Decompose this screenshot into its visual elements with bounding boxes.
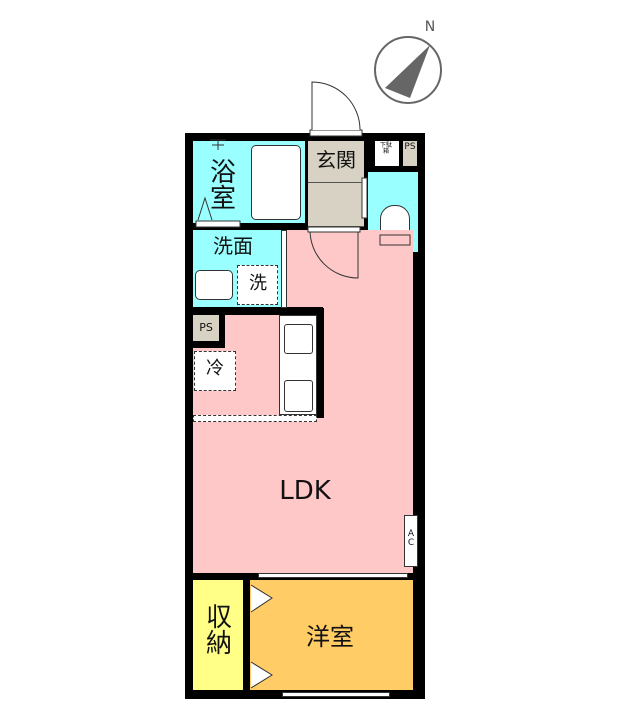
- compass-north-label: N: [424, 19, 436, 35]
- ps-kitchen-label: PS: [199, 321, 213, 334]
- wall: [193, 341, 225, 348]
- storage-label: 収納: [205, 603, 232, 659]
- room-western: [250, 580, 413, 690]
- entrance-step: [308, 182, 364, 183]
- wall: [193, 307, 323, 315]
- fridge-space: [194, 351, 236, 391]
- shoe-box-label: 下駄箱: [380, 142, 393, 155]
- fridge-label: 冷: [206, 358, 224, 379]
- wall: [281, 230, 287, 308]
- room-entrance: [308, 141, 364, 227]
- room-storage: [193, 580, 243, 690]
- ps-top-label: PS: [404, 142, 416, 152]
- bathtub: [251, 145, 301, 220]
- washer-space: [237, 265, 278, 305]
- ldk-label: LDK: [279, 476, 331, 506]
- sink: [195, 270, 233, 300]
- washer-label: 洗: [249, 273, 267, 294]
- entrance-label: 玄関: [316, 148, 356, 172]
- stove: [284, 324, 313, 354]
- shoe-box: [375, 141, 399, 166]
- sliding-door: [258, 573, 408, 578]
- ac-label: AC: [407, 529, 415, 548]
- ac-unit: [404, 515, 418, 567]
- ps-top: [403, 141, 417, 166]
- wall: [317, 308, 324, 418]
- wall: [219, 315, 225, 348]
- entrance-door: [311, 81, 361, 131]
- counter-edge: [193, 415, 317, 422]
- window: [282, 692, 390, 697]
- western-label: 洋室: [306, 623, 354, 651]
- kitchen-counter: [279, 315, 317, 415]
- bath-label: 浴室: [209, 158, 236, 214]
- kitchen-sink: [284, 380, 313, 412]
- compass-icon: [374, 36, 442, 104]
- ps-kitchen: [193, 315, 219, 341]
- ldk-door: [309, 229, 359, 279]
- washroom-label: 洗面: [213, 234, 253, 258]
- wall: [243, 580, 250, 690]
